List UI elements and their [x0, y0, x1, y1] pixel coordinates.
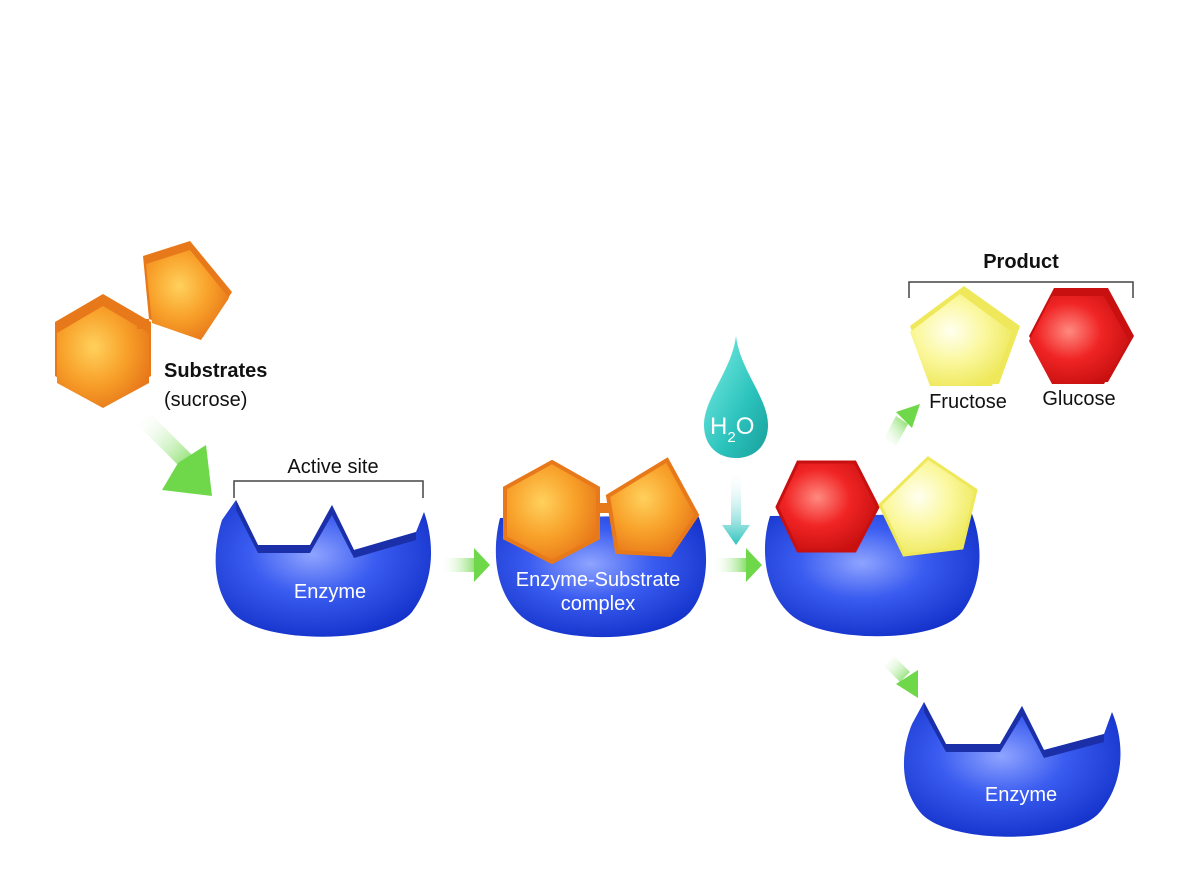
- product-bracket: [908, 281, 1134, 298]
- water-subscript-2: 2: [727, 429, 735, 446]
- released-enzyme-icon: [903, 702, 1121, 837]
- bound-glucose-icon: [775, 460, 880, 553]
- glycosidic-bond-icon: [137, 319, 149, 329]
- substrate-pentagon-face: [146, 250, 229, 340]
- water-label: H2O: [710, 413, 754, 446]
- glucose-icon: [1029, 288, 1134, 384]
- enzyme-label: Enzyme: [294, 581, 366, 603]
- water-o: O: [736, 413, 755, 440]
- complex-pentagon-icon: [605, 457, 700, 558]
- active-site-label: Active site: [287, 456, 378, 478]
- complex-label-line2: complex: [561, 593, 635, 615]
- bound-fructose-icon: [878, 456, 978, 557]
- arrow-to-enzyme-icon: [138, 413, 212, 496]
- water-h: H: [710, 413, 727, 440]
- fructose-label: Fructose: [929, 391, 1007, 413]
- enzyme-with-products-icon: [764, 456, 980, 637]
- water-arrow-icon: [722, 470, 750, 545]
- complex-hexagon-icon: [503, 459, 600, 565]
- substrates-label: Substrates: [164, 360, 267, 382]
- product-label: Product: [983, 251, 1059, 273]
- enzyme-icon: [215, 500, 432, 637]
- enzyme-substrate-complex-icon: [495, 457, 707, 638]
- arrow-to-complex-icon: [440, 548, 490, 582]
- water-drop-icon: [704, 336, 768, 545]
- substrate-hexagon-face: [57, 306, 149, 408]
- complex-label-line1: Enzyme-Substrate: [516, 569, 681, 591]
- arrow-to-hydrolysis-icon: [712, 548, 762, 582]
- fructose-icon: [910, 286, 1020, 386]
- active-site-bracket: [233, 480, 424, 498]
- arrow-to-released-enzyme-icon: [884, 656, 918, 698]
- sucrose-molecule-icon: [55, 241, 232, 408]
- released-enzyme-label: Enzyme: [985, 784, 1057, 806]
- sucrose-label: (sucrose): [164, 389, 247, 411]
- arrow-to-products-icon: [884, 404, 920, 446]
- glucose-label: Glucose: [1042, 388, 1115, 410]
